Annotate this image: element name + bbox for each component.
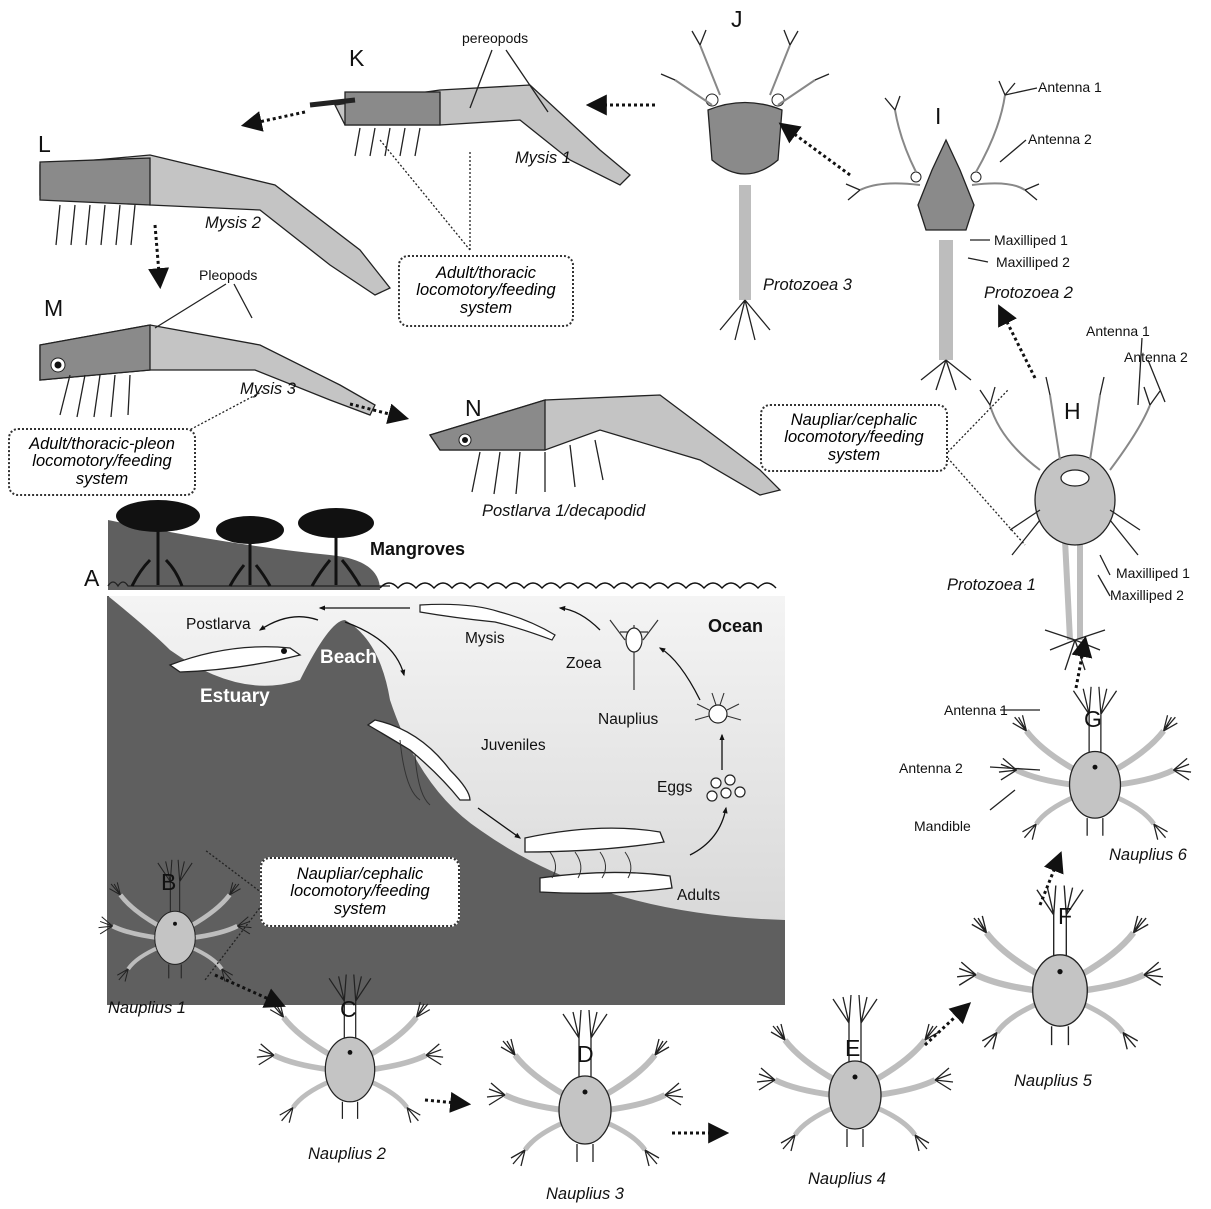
stage-label-mysis-3: Mysis 3 [240,381,296,398]
stage-label-protozoea-2: Protozoea 2 [984,285,1073,302]
panel-letter-f: F [1058,905,1072,928]
panel-letter-j: J [731,8,743,31]
mysis-3-drawing [40,325,375,417]
stage-label-mysis-1: Mysis 1 [515,150,571,167]
stage-label-nauplius-2: Nauplius 2 [308,1146,386,1163]
panel-letter-i: I [935,105,941,128]
panel-letter-k: K [349,47,364,70]
arrow-c-d [425,1100,467,1104]
label-antenna-1-nauplius-6: Antenna 1 [944,703,1008,717]
panel-letter-d: D [577,1043,594,1066]
box-line: system [10,471,194,488]
box-adult-thoracic-pleon-system: Adult/thoracic-pleon locomotory/feeding … [8,428,196,496]
label-eco-adults: Adults [677,888,720,904]
label-antenna-2-protozoea-2: Antenna 2 [1028,132,1092,146]
label-maxilliped-2-protozoea-2: Maxilliped 2 [996,255,1070,269]
panel-letter-m: M [44,297,63,320]
label-pleopods: Pleopods [199,268,257,282]
arrow-h-i [1000,308,1035,378]
label-antenna-1-protozoea-1: Antenna 1 [1086,324,1150,338]
label-antenna-1-protozoea-2: Antenna 1 [1038,80,1102,94]
box-line: Adult/thoracic-pleon [10,436,194,453]
label-maxilliped-2-protozoea-1: Maxilliped 2 [1110,588,1184,602]
stage-label-protozoea-3: Protozoea 3 [763,277,852,294]
label-estuary: Estuary [200,687,270,706]
label-antenna-2-protozoea-1: Antenna 2 [1124,350,1188,364]
label-eco-juveniles: Juveniles [481,738,546,754]
nauplius-3-drawing [487,1010,683,1166]
box-naupliar-cephalic-system-bottom: Naupliar/cephalic locomotory/feeding sys… [260,857,460,927]
panel-letter-g: G [1084,708,1102,731]
label-eco-mysis: Mysis [465,631,505,647]
postlarva-1-drawing [430,395,780,495]
arrow-k-l [245,112,305,125]
stage-label-nauplius-4: Nauplius 4 [808,1171,886,1188]
label-ocean: Ocean [708,617,763,635]
box-line: locomotory/feeding [400,282,572,299]
stage-label-nauplius-1: Nauplius 1 [108,1000,186,1017]
arrow-l-m [155,225,160,285]
arrow-i-j [782,125,850,175]
box-line: locomotory/feeding [762,429,946,446]
box-line: system [262,901,458,918]
label-eco-nauplius: Nauplius [598,712,658,728]
panel-letter-h: H [1064,400,1081,423]
label-eco-postlarva: Postlarva [186,617,251,633]
label-maxilliped-1-protozoea-1: Maxilliped 1 [1116,566,1190,580]
panel-letter-c: C [340,998,357,1021]
arrow-e-f [925,1005,968,1045]
box-line: locomotory/feeding [262,883,458,900]
label-eco-zoea: Zoea [566,656,601,672]
box-naupliar-cephalic-system-top: Naupliar/cephalic locomotory/feeding sys… [760,404,948,472]
panel-letter-e: E [845,1037,860,1060]
nauplius-4-drawing [757,995,953,1151]
stage-label-mysis-2: Mysis 2 [205,215,261,232]
label-maxilliped-1-protozoea-2: Maxilliped 1 [994,233,1068,247]
panel-letter-l: L [38,133,51,156]
label-eco-eggs: Eggs [657,780,692,796]
panel-letter-n: N [465,397,482,420]
box-line: system [400,300,572,317]
box-line: Naupliar/cephalic [262,866,458,883]
box-line: locomotory/feeding [10,453,194,470]
panel-letter-b: B [161,871,176,894]
box-line: Adult/thoracic [400,265,572,282]
box-adult-thoracic-system: Adult/thoracic locomotory/feeding system [398,255,574,327]
panel-letter-a: A [84,567,99,590]
label-beach: Beach [320,648,377,667]
box-line: system [762,447,946,464]
box-line: Naupliar/cephalic [762,412,946,429]
label-antenna-2-nauplius-6: Antenna 2 [899,761,963,775]
ecology-panel [108,500,785,1005]
label-pereopods: pereopods [462,31,528,45]
stage-label-postlarva-1: Postlarva 1/decapodid [482,503,645,520]
stage-label-protozoea-1: Protozoea 1 [947,577,1036,594]
stage-label-nauplius-5: Nauplius 5 [1014,1073,1092,1090]
stage-label-nauplius-6: Nauplius 6 [1109,847,1187,864]
label-mandible: Mandible [914,819,971,833]
label-mangroves: Mangroves [370,540,465,558]
stage-label-nauplius-3: Nauplius 3 [546,1186,624,1203]
